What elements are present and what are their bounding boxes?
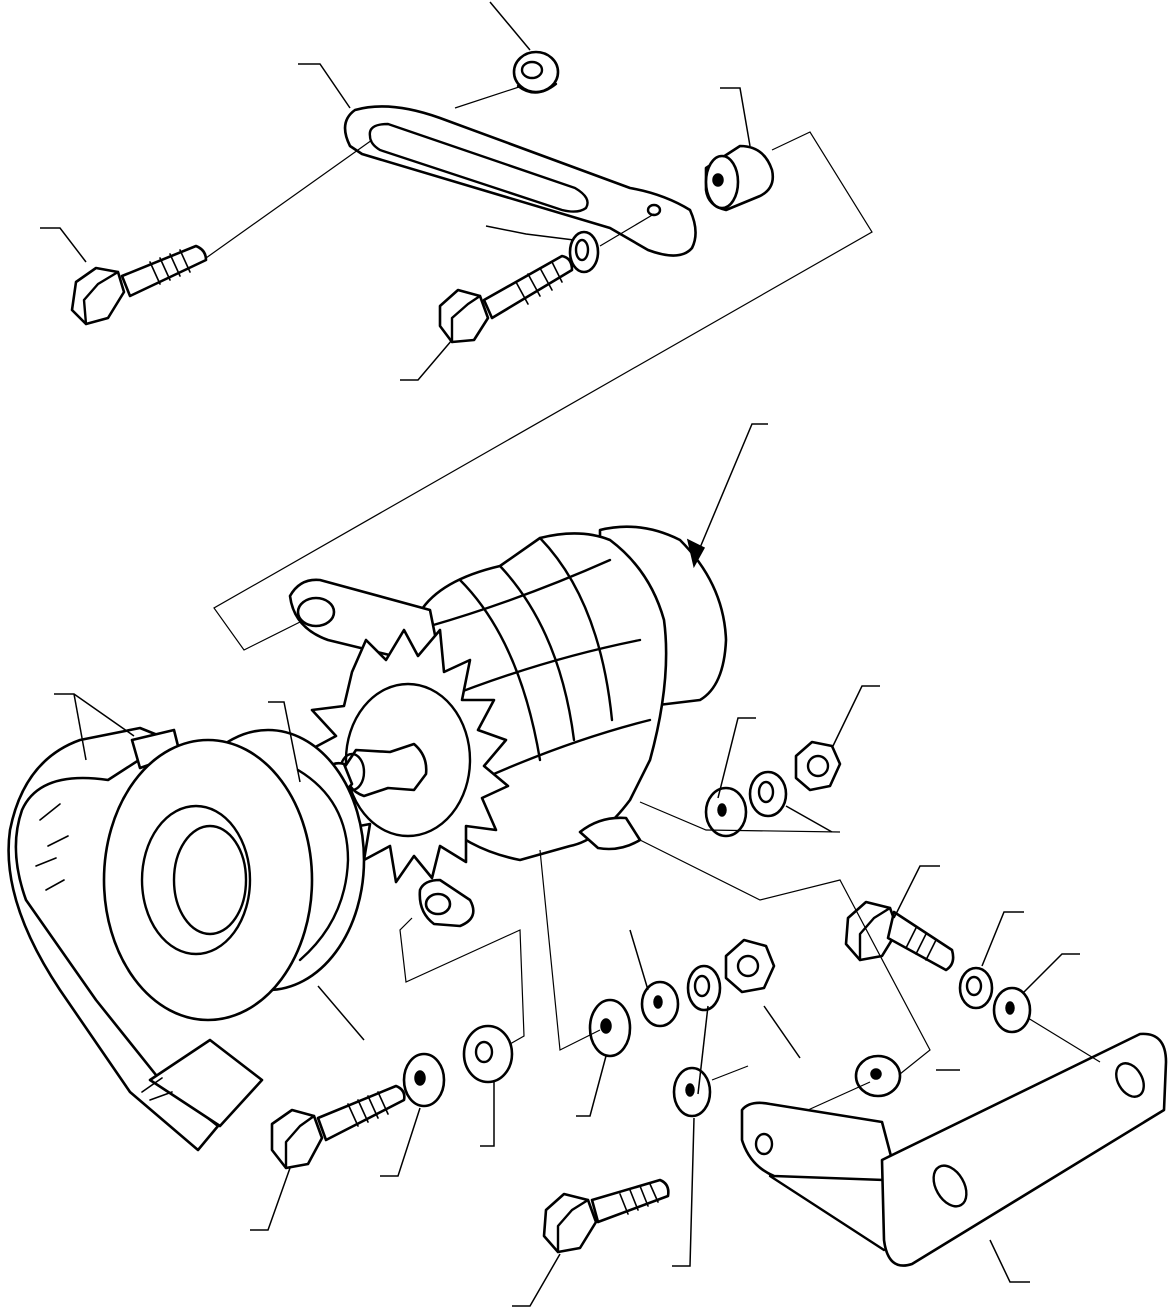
alignment-line <box>1027 1017 1101 1063</box>
callout-leader <box>672 1117 695 1267</box>
callout-leader <box>489 1 531 51</box>
callout-leaders <box>40 1 1080 1307</box>
alignment-line <box>639 801 841 833</box>
callout-leader <box>1023 953 1080 993</box>
alignment-line <box>711 1065 749 1081</box>
callout-leader <box>989 1239 1030 1283</box>
lower-nut-right <box>794 740 842 792</box>
callout-leader <box>54 693 135 737</box>
callout-leader <box>512 1253 561 1307</box>
bolt-lower-bracket <box>542 1178 670 1254</box>
mounting-bracket <box>740 1032 1168 1267</box>
bolt-right <box>844 900 955 972</box>
callout-leader <box>485 225 575 241</box>
callout-leader <box>268 701 301 783</box>
lock-washer-right <box>958 966 994 1010</box>
callout-leader <box>785 805 833 833</box>
washer-bracket-top <box>854 1054 902 1098</box>
lower-washer-right-a <box>704 786 748 838</box>
callout-leader <box>717 717 756 799</box>
alignment-line <box>807 1081 871 1111</box>
drive-belt <box>7 726 264 1152</box>
washer-center <box>640 980 680 1028</box>
short-bolt-upper <box>438 254 574 344</box>
washer-lower-left-a <box>402 1052 446 1108</box>
callout-leader <box>317 985 365 1041</box>
adjusting-strap-bracket <box>343 105 697 257</box>
alignment-bracket <box>399 917 525 1045</box>
callout-leader <box>893 865 940 919</box>
alignment-bracket <box>213 131 873 651</box>
callout-leader <box>40 227 87 263</box>
callout-leader <box>380 1107 421 1177</box>
alternator-body <box>288 525 728 928</box>
callout-leader <box>576 1055 607 1117</box>
alignment-line <box>599 213 655 247</box>
bolt-lower-left <box>270 1084 406 1170</box>
alignment-line <box>539 849 601 1051</box>
callout-leader <box>480 1082 495 1147</box>
callout-leader <box>693 423 768 563</box>
upper-lock-washer <box>568 230 600 274</box>
alignment-line <box>639 839 931 1075</box>
nut-center <box>724 938 776 994</box>
drive-pulley <box>102 728 366 1022</box>
washer-lower-bracket <box>672 1066 712 1118</box>
callout-leader <box>250 1167 291 1231</box>
lock-washer-center <box>686 964 722 1012</box>
callout-leader <box>73 693 87 761</box>
washer-right <box>992 986 1032 1034</box>
spacer-center <box>588 998 632 1058</box>
callout-leader <box>400 339 453 381</box>
alignment-line <box>454 85 523 109</box>
callout-leader <box>981 911 1024 967</box>
callout-leader <box>763 1005 801 1059</box>
alignment-line <box>205 139 373 259</box>
spacer-bushing <box>704 144 775 212</box>
arrow-head <box>686 538 706 569</box>
callout-leader <box>298 63 351 109</box>
callout-leader <box>629 929 649 991</box>
callout-leader <box>697 1005 709 1095</box>
long-bolt-upper <box>70 244 208 326</box>
lower-lock-washer-right <box>748 770 788 818</box>
top-washer <box>512 50 560 94</box>
callout-leader <box>831 685 880 749</box>
washer-lower-left-b <box>462 1024 514 1084</box>
callout-leader <box>720 87 751 147</box>
